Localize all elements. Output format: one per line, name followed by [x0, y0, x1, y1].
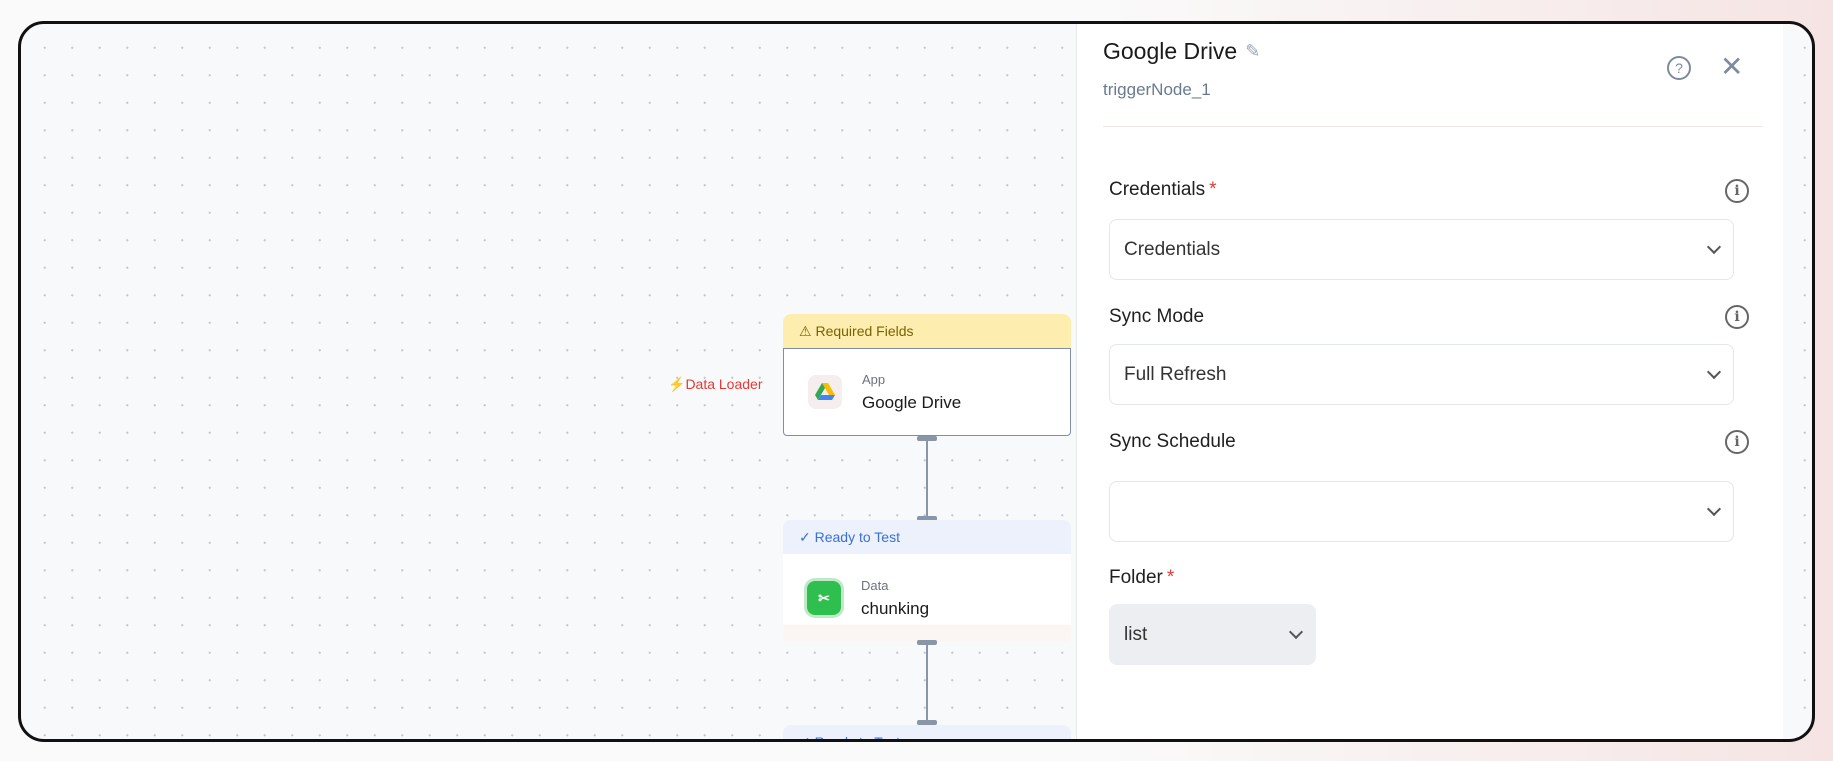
node-status: Required Fields [815, 323, 914, 339]
select-value: list [1124, 623, 1148, 645]
node-status-header: ✓ Ready to Test [783, 520, 1071, 554]
check-icon: ✓ [799, 529, 811, 545]
trigger-label: ⚡Data Loader [668, 376, 763, 393]
panel-title: Google Drive ✎ [1103, 38, 1260, 65]
divider [1103, 126, 1763, 127]
node-id: triggerNode_1 [1103, 80, 1211, 99]
required-marker: * [1209, 179, 1217, 200]
close-icon[interactable]: ✕ [1720, 51, 1744, 82]
node-config-panel: Google Drive ✎ triggerNode_1 ? ✕ Credenti… [1076, 24, 1783, 739]
info-icon[interactable]: i [1725, 430, 1749, 454]
credentials-select[interactable]: Credentials [1109, 219, 1734, 280]
sync-schedule-label: Sync Schedule [1109, 431, 1236, 453]
bolt-icon: ⚡ [668, 376, 686, 392]
node-status: Ready to Test [814, 734, 900, 742]
info-icon[interactable]: i [1725, 305, 1749, 329]
field-label: Sync Mode [1109, 306, 1205, 327]
field-label: Folder [1109, 567, 1163, 588]
trigger-label-text: Data Loader [685, 376, 763, 392]
node-body[interactable]: ✂ Data chunking [783, 554, 1071, 642]
node-chunking[interactable]: ✓ Ready to Test ✂ Data chunking [783, 520, 1071, 642]
node-name: chunking [861, 598, 930, 618]
pencil-icon[interactable]: ✎ [1245, 41, 1261, 61]
edge [926, 438, 928, 518]
node-category: Data [861, 577, 889, 593]
folder-select[interactable]: list [1109, 604, 1316, 665]
sync-mode-select[interactable]: Full Refresh [1109, 344, 1734, 405]
chevron-down-icon [1288, 624, 1304, 639]
chunking-icon: ✂ [807, 581, 841, 615]
google-drive-icon [808, 375, 842, 409]
help-icon[interactable]: ? [1667, 56, 1691, 80]
select-value: Credentials [1124, 238, 1221, 260]
node-category: App [862, 371, 886, 387]
connector-handle[interactable] [917, 720, 937, 725]
chevron-down-icon [1706, 239, 1722, 254]
connector-handle[interactable] [917, 516, 937, 521]
credentials-label: Credentials* [1109, 179, 1217, 201]
node-status-header: ⚠ Required Fields [783, 314, 1071, 348]
chevron-down-icon [1706, 501, 1722, 516]
field-label: Sync Schedule [1109, 431, 1236, 452]
info-icon[interactable]: i [1725, 179, 1749, 203]
field-label: Credentials [1109, 179, 1206, 200]
sync-schedule-select[interactable] [1109, 481, 1734, 542]
node-3[interactable]: ✓ Ready to Test [783, 725, 1071, 742]
folder-label: Folder* [1109, 567, 1174, 589]
required-marker: * [1166, 567, 1175, 588]
select-value: Full Refresh [1124, 363, 1227, 385]
node-name: Google Drive [862, 392, 962, 412]
warning-icon: ⚠ [799, 323, 812, 339]
check-icon: ✓ [799, 734, 811, 742]
edge [926, 642, 928, 722]
panel-title-text: Google Drive [1103, 38, 1238, 64]
sync-mode-label: Sync Mode [1109, 306, 1204, 328]
node-status-header: ✓ Ready to Test [783, 725, 1071, 742]
node-status: Ready to Test [814, 529, 900, 545]
chevron-down-icon [1706, 364, 1722, 379]
